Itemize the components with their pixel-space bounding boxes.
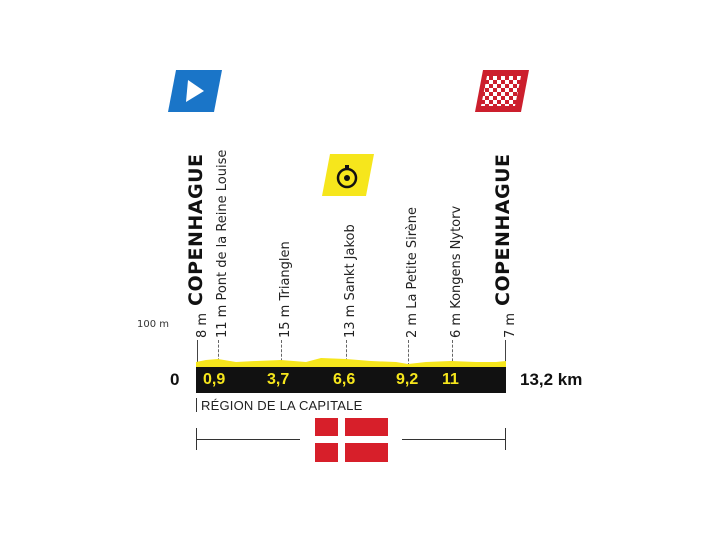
waypoint-label: 13 m Sankt Jakob: [343, 224, 358, 338]
waypoint-label: 15 m Trianglen: [278, 241, 293, 338]
region-label: RÉGION DE LA CAPITALE: [201, 398, 363, 413]
guide-line: [346, 340, 347, 366]
finish-town: COPENHAGUE: [492, 153, 514, 306]
guide-line: [218, 340, 219, 366]
finish-altitude: 7 m: [503, 312, 518, 338]
start-guide-line: [197, 340, 198, 366]
country-range-line-right: [402, 439, 506, 440]
waypoint-label: 2 m La Petite Sirène: [405, 206, 420, 338]
finish-flag-icon: [475, 70, 529, 112]
km-label: 3,7: [267, 371, 290, 388]
distance-bar: [196, 367, 506, 393]
start-altitude: 8 m: [195, 312, 210, 338]
denmark-flag-icon: [315, 418, 388, 462]
waypoint-label: 6 m Kongens Nytorv: [449, 205, 464, 338]
guide-line: [408, 340, 409, 366]
distance-end-label: 13,2 km: [520, 370, 583, 389]
start-town: COPENHAGUE: [185, 153, 207, 306]
waypoint-label: 11 m Pont de la Reine Louise: [215, 149, 230, 338]
altitude-scale-label: 100 m: [137, 319, 170, 330]
finish-guide-line: [505, 340, 506, 366]
start-flag-icon: [168, 70, 222, 112]
country-range-tick-right: [505, 428, 506, 450]
distance-start-label: 0: [170, 370, 180, 389]
guide-line: [452, 340, 453, 366]
km-label: 0,9: [203, 371, 226, 388]
elevation-profile: [196, 358, 506, 368]
region-tick: [196, 398, 197, 412]
guide-line: [281, 340, 282, 366]
km-label: 9,2: [396, 371, 419, 388]
country-range-line-left: [196, 439, 300, 440]
km-label: 6,6: [333, 371, 356, 388]
stopwatch-icon: [322, 154, 374, 196]
km-label: 11: [442, 371, 459, 388]
